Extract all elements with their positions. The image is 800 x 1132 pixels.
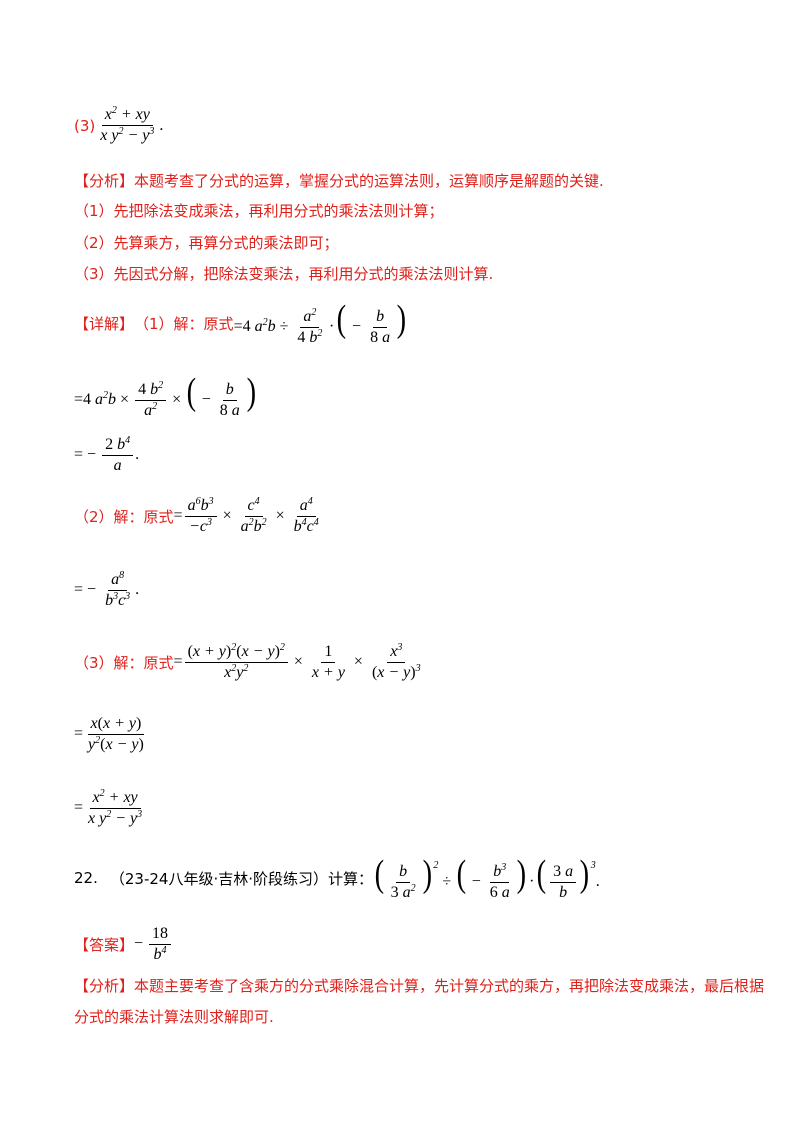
analysis-2-line-1: 【分析】本题主要考查了含乘方的分式乘除混合计算，先计算分式的乘方，再把除法变成乘… bbox=[74, 975, 764, 996]
detail-1-label: （1）解：原式 bbox=[134, 314, 234, 333]
analysis-item-1: （1）先把除法变成乘法，再利用分式的乘法法则计算； bbox=[74, 202, 444, 220]
answer-tag: 【答案】 bbox=[74, 936, 135, 954]
detail-tag: 【详解】 bbox=[74, 314, 135, 333]
part-label: (3) bbox=[74, 116, 96, 135]
analysis-item-2: （2）先算乘方，再算分式的乘法即可； bbox=[74, 234, 339, 252]
analysis-2-text: 本题主要考查了含乘方的分式乘除混合计算，先计算分式的乘方，再把除法变成乘法，最后… bbox=[134, 977, 765, 995]
question-source: （23-24八年级·吉林·阶段练习） bbox=[109, 869, 328, 888]
analysis-2-tag: 【分析】 bbox=[74, 977, 135, 995]
analysis-item-3: （3）先因式分解，把除法变乘法，再利用分式的乘法法则计算. bbox=[74, 265, 494, 283]
analysis-1-line: 【分析】本题考查了分式的运算，掌握分式的运算法则，运算顺序是解题的关键. bbox=[74, 170, 604, 191]
detail-3-label: （3）解：原式 bbox=[74, 654, 174, 672]
detail-2-label: （2）解：原式 bbox=[74, 508, 174, 526]
analysis-tag: 【分析】 bbox=[74, 172, 135, 190]
detail-3-step-2: =x(x + y)y2(x − y) bbox=[74, 715, 145, 753]
analysis-2-line-2: 分式的乘法计算法则求解即可. bbox=[74, 1008, 274, 1026]
analysis-text: 本题考查了分式的运算，掌握分式的运算法则，运算顺序是解题的关键. bbox=[134, 172, 604, 190]
question-number: 22. bbox=[74, 869, 98, 888]
question-prompt: 计算： bbox=[327, 869, 373, 888]
